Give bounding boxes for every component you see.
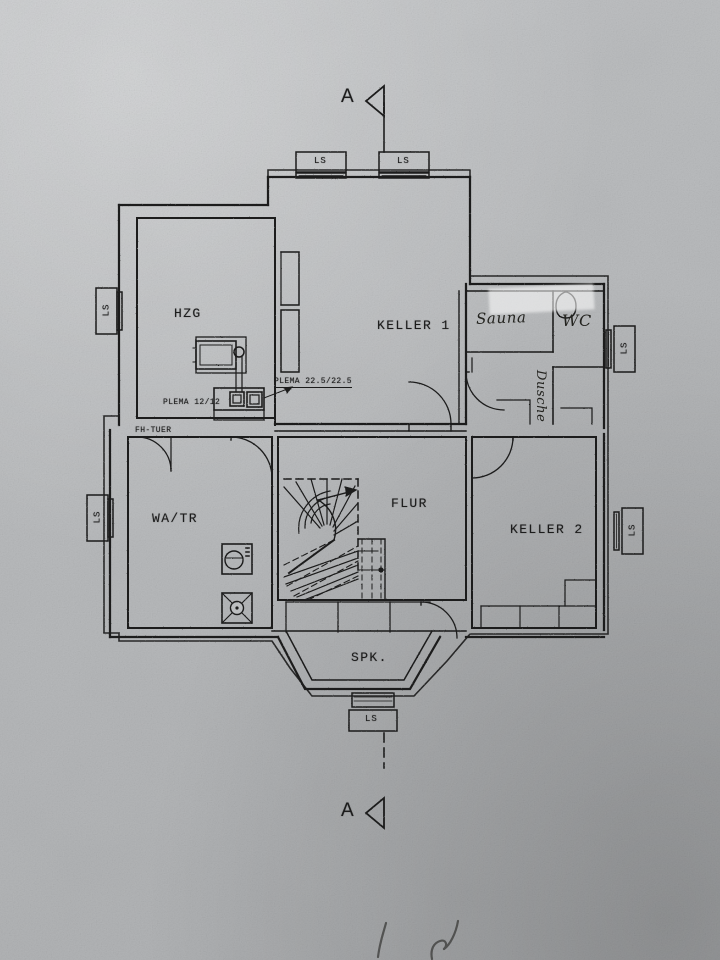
window-label-ls-top-right: LS	[397, 156, 410, 166]
window-label-ls-bottom: LS	[365, 714, 378, 724]
room-label-hzg: HZG	[174, 306, 202, 321]
room-label-spk: SPK.	[351, 650, 388, 665]
window-label-ls-right-upper: LS	[619, 341, 630, 355]
window-label-ls-left-lower: LS	[92, 510, 103, 524]
window-label-ls-right-lower: LS	[627, 523, 638, 537]
room-label-wc: WC	[562, 311, 592, 330]
annotation-plema-small: PLEMA 12/12	[163, 398, 221, 407]
window-label-ls-left-upper: LS	[101, 303, 112, 317]
room-label-sauna: Sauna	[475, 308, 527, 328]
room-label-flur: FLUR	[391, 496, 428, 511]
window-label-ls-top-left: LS	[314, 156, 327, 166]
room-label-watr: WA/TR	[152, 511, 199, 526]
room-label-keller2: KELLER 2	[510, 522, 584, 537]
room-label-keller1: KELLER 1	[377, 318, 451, 333]
section-marker-top-letter: A	[341, 86, 354, 107]
annotation-plema-large: PLEMA 22.5/22.5	[274, 377, 353, 388]
room-label-dusche: Dusche	[533, 370, 548, 423]
annotation-fh-tuer: FH-TUER	[135, 426, 172, 435]
section-marker-bottom-letter: A	[341, 800, 354, 821]
